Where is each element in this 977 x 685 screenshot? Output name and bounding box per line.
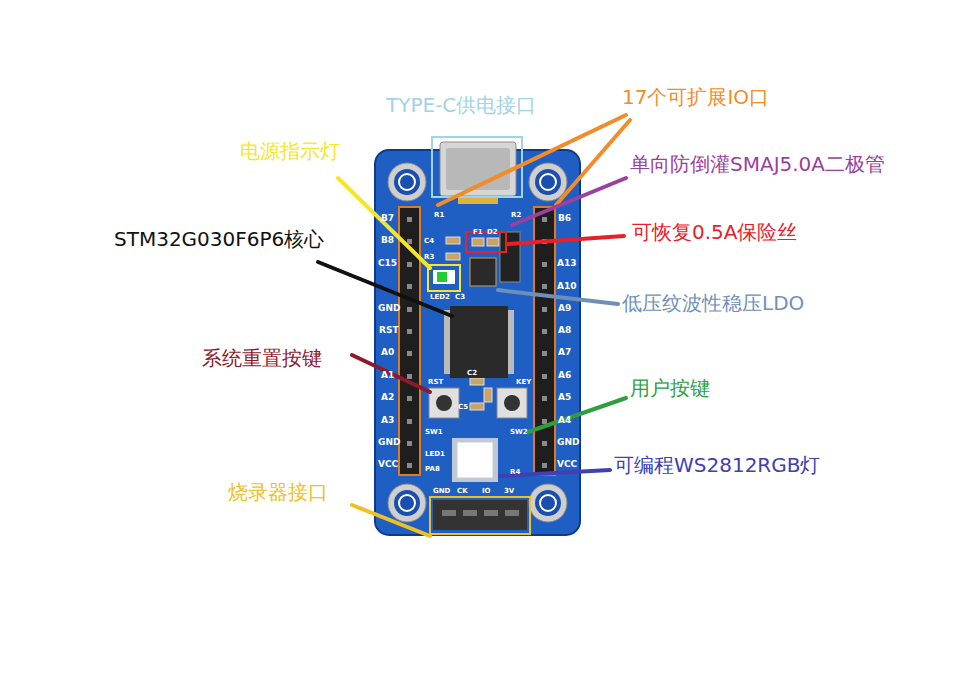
pin-label: VCC — [378, 459, 398, 469]
callout-label: 17个可扩展IO口 — [622, 86, 769, 109]
pin-label: B6 — [558, 213, 571, 223]
part-label: KEY — [516, 378, 531, 386]
pin-label: C15 — [378, 258, 397, 268]
callout-label: 单向防倒灌SMAJ5.0A二极管 — [630, 153, 885, 176]
pin-label: A7 — [558, 347, 571, 357]
part-label: R3 — [424, 253, 434, 261]
highlight-boxes — [428, 232, 530, 534]
leader-lines — [318, 115, 630, 536]
pin-label: B8 — [381, 235, 394, 245]
callout-label: 系统重置按键 — [202, 347, 322, 370]
pin-label: 3V — [504, 487, 514, 495]
mcu-chip — [444, 306, 514, 378]
pin-label: GND — [378, 437, 400, 447]
smd-parts — [433, 232, 520, 410]
part-label: LED1 — [425, 450, 445, 458]
pin-label: A6 — [558, 370, 571, 380]
part-label: SW2 — [510, 428, 528, 436]
pin-label: IO — [482, 487, 491, 495]
pin-label: A8 — [558, 325, 571, 335]
pin-label: RST — [379, 325, 399, 335]
pin-label: A1 — [381, 370, 394, 380]
pin-label: A3 — [381, 415, 394, 425]
part-label: C3 — [455, 293, 465, 301]
callout-label: 可恢复0.5A保险丝 — [632, 221, 798, 244]
pin-label: A13 — [557, 258, 577, 268]
part-label: C4 — [424, 237, 434, 245]
callout-label: 用户按键 — [630, 377, 710, 400]
programmer-header — [433, 500, 527, 530]
pin-label: GND — [433, 487, 450, 495]
part-label: F1 — [473, 228, 483, 236]
part-label: PA8 — [425, 465, 440, 473]
pin-label: B7 — [381, 213, 394, 223]
pin-label: GND — [557, 437, 579, 447]
part-label: R4 — [510, 468, 520, 476]
callout-label: STM32G030F6P6核心 — [114, 228, 324, 251]
push-buttons — [429, 388, 527, 418]
part-label: R1 — [434, 211, 444, 219]
pin-label: CK — [457, 487, 468, 495]
pin-label: GND — [378, 303, 400, 313]
callout-label: 电源指示灯 — [240, 140, 340, 163]
part-label: C2 — [467, 369, 477, 377]
pin-label: A5 — [558, 392, 571, 402]
pin-label: A2 — [381, 392, 394, 402]
part-label: RST — [428, 378, 443, 386]
part-label: C5 — [458, 403, 468, 411]
pin-label: A9 — [558, 303, 571, 313]
callout-label: 可编程WS2812RGB灯 — [614, 454, 820, 477]
pin-label: VCC — [557, 459, 577, 469]
part-label: D2 — [487, 228, 498, 236]
rgb-led — [452, 438, 498, 482]
pin-label: A10 — [557, 281, 577, 291]
pin-label: A0 — [381, 347, 394, 357]
pin-label: A4 — [558, 415, 571, 425]
mounting-holes — [388, 163, 567, 522]
part-label: SW1 — [425, 428, 443, 436]
callout-label: 烧录器接口 — [228, 481, 328, 504]
callout-label: TYPE-C供电接口 — [386, 94, 536, 117]
pin-headers — [399, 207, 555, 475]
part-label: R2 — [511, 211, 521, 219]
part-label: LED2 — [430, 293, 450, 301]
callout-label: 低压纹波性稳压LDO — [622, 292, 804, 315]
